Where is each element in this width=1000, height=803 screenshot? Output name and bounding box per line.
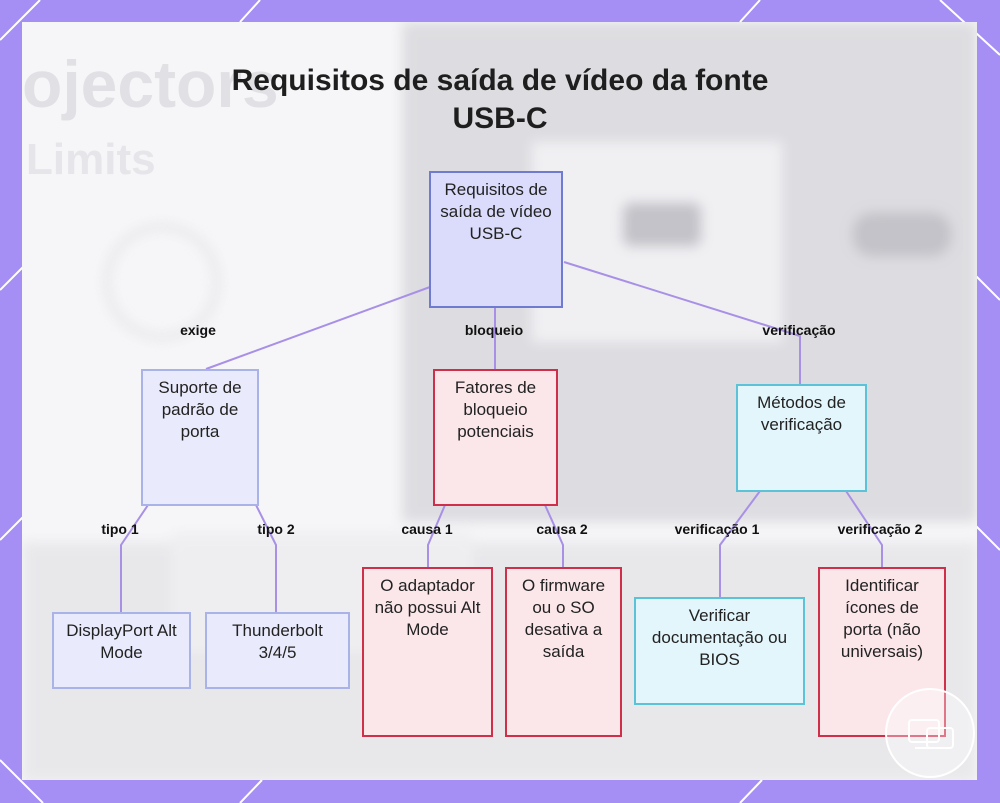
node-adapter-lacks-alt-mode: O adaptador não possui Alt Mode bbox=[362, 567, 493, 737]
node-label: DisplayPort Alt Mode bbox=[58, 620, 185, 664]
node-label: Fatores de bloqueio potenciais bbox=[439, 377, 552, 443]
node-label: O adaptador não possui Alt Mode bbox=[368, 575, 487, 641]
node-label: Métodos de verificação bbox=[742, 392, 861, 436]
node-label: Suporte de padrão de porta bbox=[147, 377, 253, 443]
node-label: Thunderbolt 3/4/5 bbox=[211, 620, 344, 664]
node-usb-c-requirements: Requisitos de saída de vídeo USB-C bbox=[429, 171, 563, 308]
watermark-icon bbox=[887, 690, 973, 776]
edge-label-verificacao-2: verificação 2 bbox=[838, 521, 923, 537]
node-label: Verificar documentação ou BIOS bbox=[640, 605, 799, 671]
node-port-standard-support: Suporte de padrão de porta bbox=[141, 369, 259, 506]
node-thunderbolt: Thunderbolt 3/4/5 bbox=[205, 612, 350, 689]
edge-label-causa-2: causa 2 bbox=[536, 521, 587, 537]
node-check-documentation: Verificar documentação ou BIOS bbox=[634, 597, 805, 705]
node-label: Requisitos de saída de vídeo USB-C bbox=[435, 179, 557, 245]
node-blocking-factors: Fatores de bloqueio potenciais bbox=[433, 369, 558, 506]
edge-label-causa-1: causa 1 bbox=[401, 521, 452, 537]
page-title: Requisitos de saída de vídeo da fonte US… bbox=[200, 62, 800, 137]
node-firmware-disables-output: O firmware ou o SO desativa a saída bbox=[505, 567, 622, 737]
node-verification-methods: Métodos de verificação bbox=[736, 384, 867, 492]
node-displayport-alt-mode: DisplayPort Alt Mode bbox=[52, 612, 191, 689]
edge-label-tipo-2: tipo 2 bbox=[257, 521, 294, 537]
edge-label-exige: exige bbox=[180, 322, 216, 338]
edge-label-verificacao: verificação bbox=[762, 322, 835, 338]
edge-label-verificacao-1: verificação 1 bbox=[675, 521, 760, 537]
edge-label-bloqueio: bloqueio bbox=[465, 322, 523, 338]
node-label: Identificar ícones de porta (não univers… bbox=[824, 575, 940, 663]
watermark-badge bbox=[885, 688, 975, 778]
edge-label-tipo-1: tipo 1 bbox=[101, 521, 138, 537]
node-label: O firmware ou o SO desativa a saída bbox=[511, 575, 616, 663]
